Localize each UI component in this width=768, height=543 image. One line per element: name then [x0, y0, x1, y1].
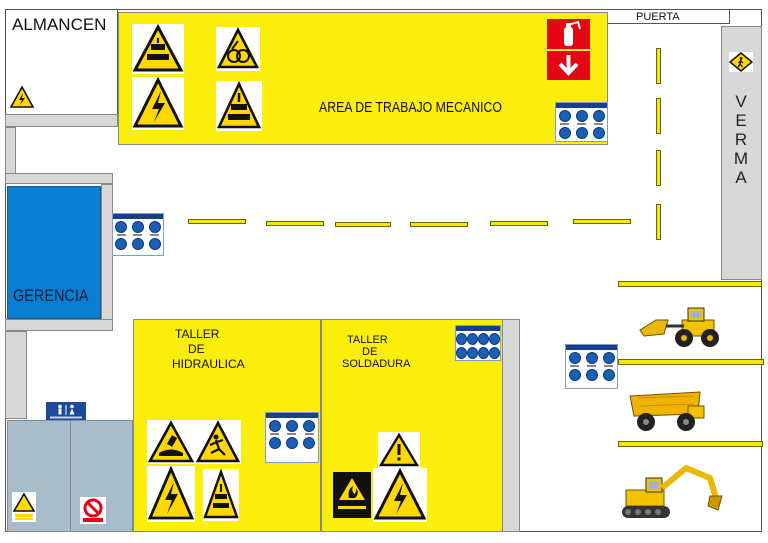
excavator-icon — [618, 462, 728, 524]
slip-hazard-icon — [195, 420, 241, 464]
corrosive-hazard-icon — [147, 420, 195, 464]
ppe-mandatory-board-icon — [455, 325, 501, 361]
verma-letter: M — [733, 149, 749, 168]
parking-line — [618, 281, 762, 287]
verma-letter: E — [735, 111, 747, 130]
ppe-mandatory-board-icon — [265, 412, 319, 463]
restroom-divider — [70, 420, 71, 532]
crush-hazard-icon — [132, 24, 184, 74]
general-warning-icon — [12, 492, 36, 522]
verma-label: V E R M A — [730, 92, 752, 187]
gerencia-office — [7, 186, 101, 319]
hydraulic-label-line: HIDRAULICA — [172, 357, 245, 371]
almacen-room — [5, 9, 118, 114]
verma-letter: R — [734, 130, 748, 149]
fire-hazard-icon — [333, 472, 371, 518]
hydraulic-label-line: TALLER — [175, 327, 220, 341]
pedestrian-diamond-icon — [729, 52, 753, 72]
wheel-loader-icon — [639, 307, 719, 347]
hydraulic-workshop-label: TALLER DE HIDRAULICA — [160, 327, 270, 372]
general-warning-icon — [378, 432, 420, 468]
lane-marking — [656, 204, 661, 240]
door-frame — [608, 9, 730, 24]
general-warning-icon — [9, 85, 35, 109]
welding-label-line: TALLER — [347, 334, 388, 346]
parking-line — [618, 441, 763, 447]
ppe-mandatory-board-icon — [565, 344, 618, 389]
ppe-mandatory-board-icon — [555, 102, 608, 142]
verma-letter: A — [735, 168, 747, 187]
mechanical-work-area — [118, 12, 608, 145]
gerencia-corridor-top — [5, 173, 113, 184]
electric-hazard-icon — [132, 77, 184, 130]
gerencia-corridor-right — [101, 184, 113, 331]
almacen-corridor — [5, 114, 118, 127]
welding-label-line: DE — [362, 346, 378, 358]
gerencia-label: GERENCIA — [13, 286, 89, 305]
exit-arrow-icon — [547, 51, 590, 80]
lane-marking — [656, 98, 661, 134]
electric-hazard-icon — [147, 466, 195, 522]
pressing-hazard-icon — [203, 469, 239, 521]
lane-marking — [335, 222, 391, 227]
no-entry-icon — [80, 497, 106, 524]
welding-side-corridor — [502, 319, 520, 532]
door-label: PUERTA — [636, 11, 680, 23]
lane-marking — [266, 221, 324, 226]
rotating-parts-hazard-icon — [216, 27, 260, 71]
lane-marking — [188, 219, 246, 224]
ppe-mandatory-board-icon — [112, 213, 164, 256]
left-corridor-lower — [5, 331, 27, 419]
lane-marking — [656, 150, 661, 186]
mechanical-area-label: AREA DE TRABAJO MECANICO — [319, 99, 502, 116]
gerencia-corridor-bottom — [5, 319, 113, 331]
hydraulic-label-line: DE — [188, 342, 205, 356]
left-corridor-upper — [5, 127, 16, 175]
lane-marking — [410, 222, 468, 227]
almacen-label: ALMANCEN — [12, 15, 107, 34]
lane-marking — [656, 48, 661, 84]
electric-hazard-icon — [373, 468, 427, 522]
verma-letter: V — [735, 92, 747, 111]
pressing-hazard-icon — [216, 81, 262, 131]
welding-workshop-label: TALLER DE SOLDADURA — [342, 334, 442, 370]
fire-extinguisher-icon — [547, 19, 590, 49]
parking-line — [618, 359, 764, 365]
lane-marking — [573, 219, 631, 224]
restroom-icon — [46, 402, 86, 420]
dump-truck-icon — [629, 391, 705, 431]
welding-label-line: SOLDADURA — [342, 358, 411, 370]
lane-marking — [490, 221, 548, 226]
